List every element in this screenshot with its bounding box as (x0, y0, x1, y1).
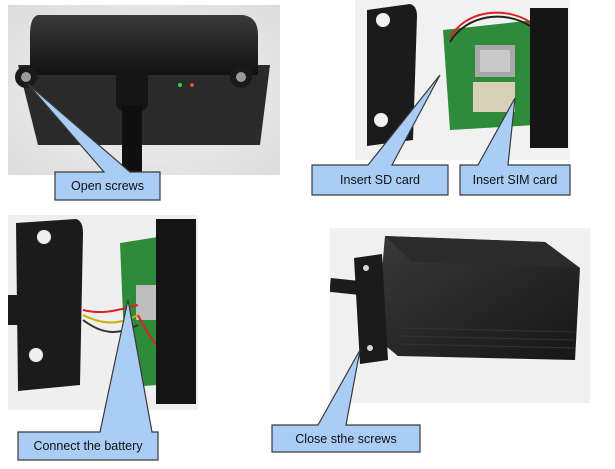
callout-label-insert-sd-card: Insert SD card (340, 173, 420, 187)
callout-label-connect-battery: Connect the battery (33, 439, 143, 453)
step-photo-connect-battery (8, 215, 198, 410)
callout-label-insert-sim-card: Insert SIM card (472, 173, 558, 187)
callout-label-open-screws: Open screws (71, 179, 144, 193)
step-photo-close-screws (330, 228, 590, 403)
step-photo-insert-cards (355, 0, 570, 160)
callout-label-close-screws: Close sthe screws (295, 431, 397, 446)
step-photo-open-screws (8, 5, 280, 175)
